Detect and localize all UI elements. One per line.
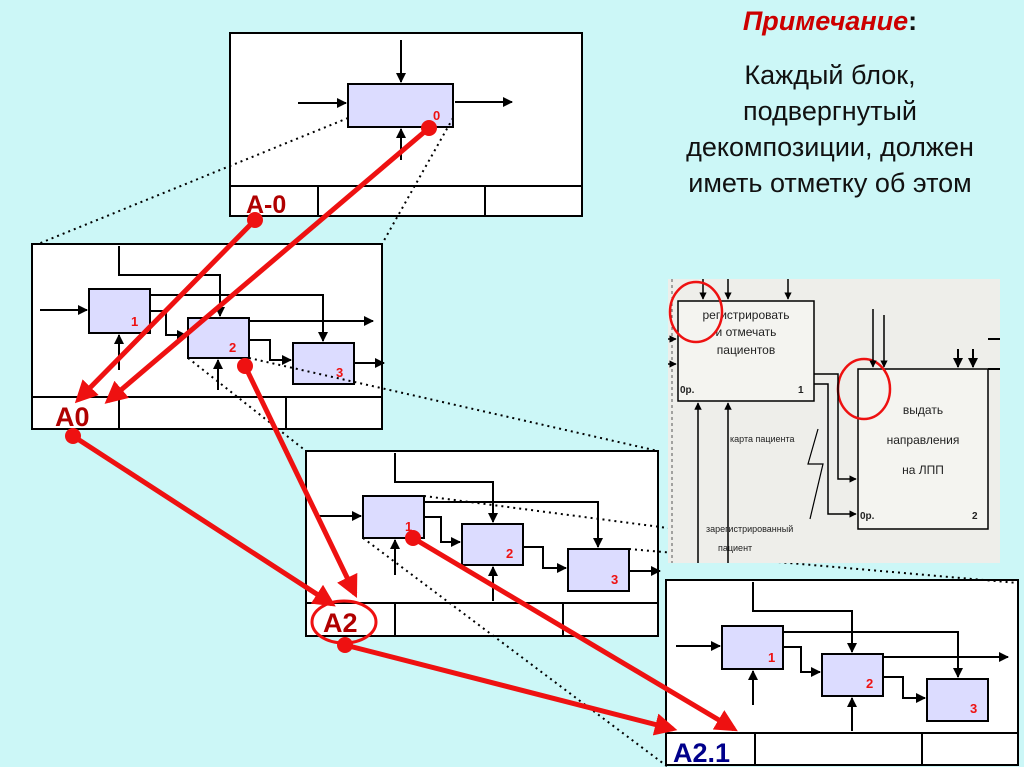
inset-drawing: регистрировать и отмечать пациентов 0р. … [668,279,1000,563]
note-line: Каждый блок, [744,60,916,90]
block-0 [347,83,454,128]
inset-arrow-label: карта пациента [730,434,795,444]
a21-block-3 [926,678,989,722]
inset-example-image: регистрировать и отмечать пациентов 0р. … [668,279,1000,563]
inset-block-1-line: пациентов [717,343,775,357]
marker-dot [405,530,421,546]
marker-dot [247,212,263,228]
a21-block-1-number: 1 [768,650,775,665]
note-title-colon: : [908,6,918,36]
inset-block-2-op: 0р. [860,511,875,522]
a0-block-3-number: 3 [336,365,343,380]
inset-block-1-line: и отмечать [716,325,777,339]
a2-block-2 [461,523,524,566]
note-panel: Примечание: Каждый блок, подвергнутый де… [640,6,1020,201]
note-line: подвергнутый [743,96,917,126]
inset-block-2-num: 2 [972,511,978,522]
block-0-number: 0 [433,108,440,123]
diagram-a2-1: 1 2 3 A2.1 [665,579,1019,767]
a21-block-1 [721,625,784,670]
a2-block-3 [567,548,630,592]
note-title-text: Примечание [742,6,909,36]
inset-block-1-num: 1 [798,385,804,396]
marker-dot [337,637,353,653]
a0-block-3 [292,342,355,385]
inset-block-1-op: 0р. [680,385,695,396]
diagram-label-a2: A2 [323,608,358,638]
note-title: Примечание: [640,6,1020,37]
note-body: Каждый блок, подвергнутый декомпозиции, … [640,57,1020,201]
a0-block-2-number: 2 [229,340,236,355]
inset-arrow-label: пациент [718,543,752,553]
diagram-label-a0: A0 [55,402,90,432]
diagram-a-minus-0: 0 A-0 [229,32,583,219]
inset-block-2-line: направления [887,433,960,447]
note-line: иметь отметку об этом [688,168,972,198]
marker-dot [421,120,437,136]
diagram-label-a2-1: A2.1 [673,738,730,767]
diagram-a2: 1 2 3 A2 [305,450,661,645]
a0-block-1-number: 1 [131,314,138,329]
decomposition-dotted-lines [37,117,1019,767]
a21-block-2-number: 2 [866,676,873,691]
inset-block-2 [857,368,989,530]
note-line: декомпозиции, должен [686,132,974,162]
inset-block-1-line: регистрировать [702,308,789,322]
inset-arrow-label: зарегистрированный [706,524,793,534]
inset-block-2-line: на ЛПП [902,463,944,477]
marker-dot [65,428,81,444]
diagram-a0: 1 2 3 A0 [31,243,385,432]
a21-block-2 [821,653,884,697]
inset-block-1 [677,300,815,402]
inset-block-2-line: выдать [903,403,943,417]
a2-block-1-number: 1 [405,519,412,534]
a0-block-1 [88,288,151,334]
a2-block-3-number: 3 [611,572,618,587]
inset-highlight-ring [668,280,724,344]
marker-dot [237,358,253,374]
a2-block-2-number: 2 [506,546,513,561]
a21-block-3-number: 3 [970,701,977,716]
red-reference-arrows [65,120,738,736]
